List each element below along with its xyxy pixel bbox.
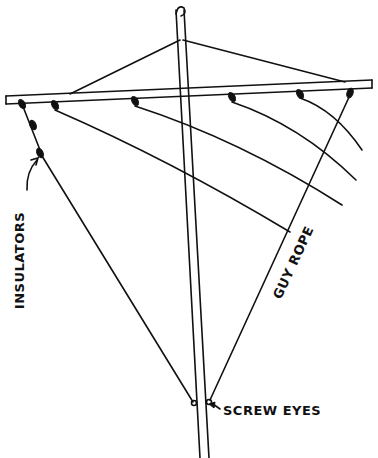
- insulator: [295, 88, 305, 100]
- brace: [70, 40, 180, 94]
- guy-rope: [42, 156, 193, 402]
- leader-arrowhead: [209, 402, 215, 408]
- insulator: [227, 91, 237, 103]
- insulator: [35, 147, 45, 159]
- crossarm-end: [371, 80, 373, 88]
- brace: [183, 40, 345, 82]
- pole-edge: [184, 10, 209, 458]
- insulator: [28, 119, 38, 131]
- crossarm-edge: [6, 88, 372, 104]
- screw-eye: [192, 401, 197, 406]
- insulator: [17, 98, 27, 110]
- part-label: SCREW EYES: [223, 404, 321, 417]
- guy-rope: [210, 95, 350, 400]
- guy-rope: [22, 104, 40, 150]
- insulator: [345, 87, 354, 98]
- part-label: INSULATORS: [14, 211, 27, 308]
- wire: [300, 98, 362, 150]
- insulator: [50, 99, 60, 111]
- crossarm-end: [5, 96, 7, 104]
- insulator: [130, 95, 140, 107]
- leader-arrowhead: [31, 158, 38, 165]
- wire: [135, 106, 342, 205]
- pole-top-hook: [176, 7, 185, 16]
- wire: [55, 110, 290, 232]
- wire: [232, 102, 356, 180]
- crossarm-edge: [6, 80, 372, 96]
- part-label: GUY ROPE: [270, 224, 315, 301]
